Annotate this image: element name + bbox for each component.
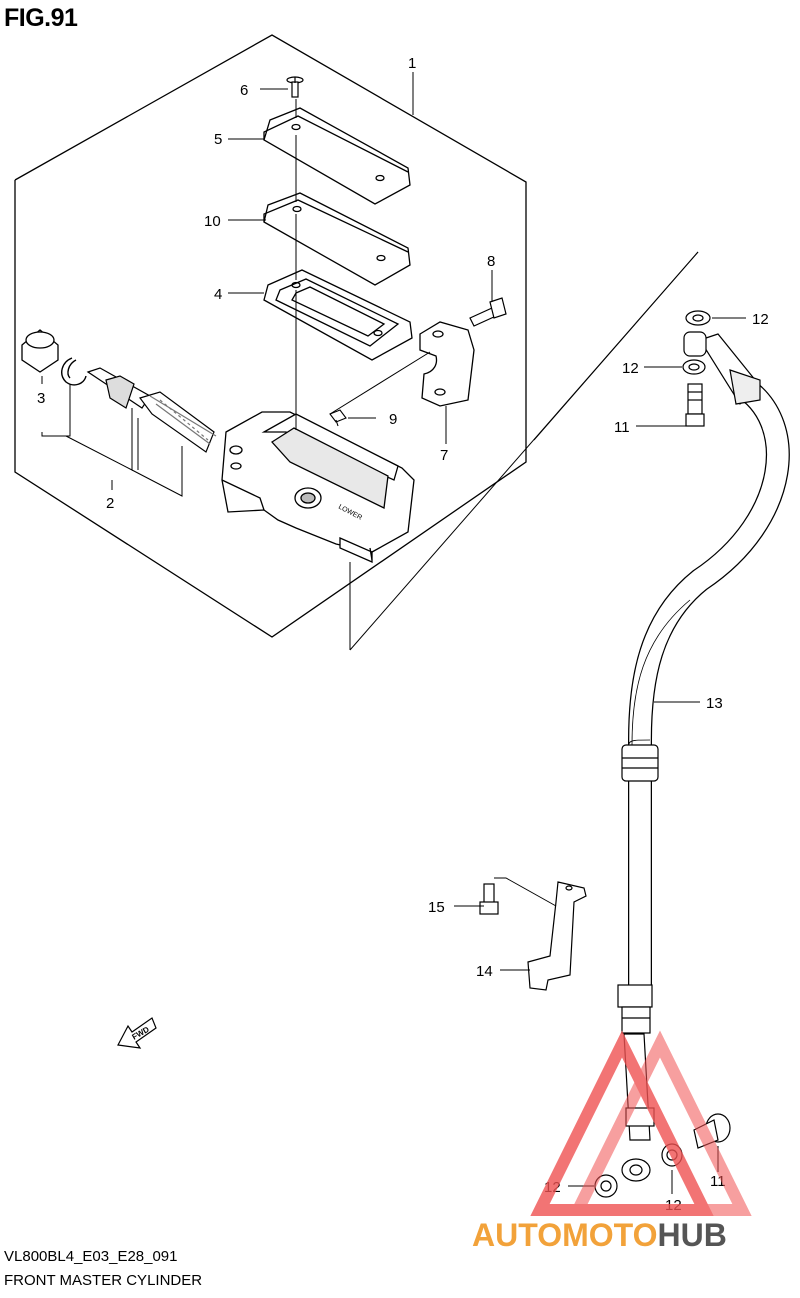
callout-9: 9 bbox=[389, 411, 397, 428]
clamp-bolt-part bbox=[469, 297, 507, 327]
callout-5: 5 bbox=[214, 131, 222, 148]
callout-3: 3 bbox=[37, 390, 45, 407]
bracket-bolt-part bbox=[479, 877, 557, 915]
hose-bracket-part bbox=[527, 881, 587, 991]
assembly-boundary bbox=[14, 34, 527, 638]
diaphragm-plate-part bbox=[263, 192, 411, 286]
callout-2: 2 bbox=[106, 495, 114, 512]
callout-1: 1 bbox=[408, 55, 416, 72]
callout-15: 15 bbox=[428, 899, 445, 916]
reservoir-cap-part bbox=[263, 107, 411, 205]
figure-code: VL800BL4_E03_E28_091 bbox=[4, 1248, 178, 1265]
figure-title: FIG.91 bbox=[4, 4, 78, 32]
callout-10: 10 bbox=[204, 213, 221, 230]
watermark-text: AUTOMOTOHUB bbox=[472, 1217, 727, 1253]
callout-7: 7 bbox=[440, 447, 448, 464]
callout-11-upper: 11 bbox=[614, 419, 630, 436]
master-cylinder-body-part bbox=[221, 411, 415, 563]
leader-lines bbox=[41, 72, 746, 1194]
forward-arrow-icon bbox=[117, 1017, 157, 1049]
brake-hose-part bbox=[627, 374, 790, 995]
callout-13: 13 bbox=[706, 695, 723, 712]
watermark-text-a: AUTOMOTO bbox=[472, 1217, 657, 1253]
cap-screw-part bbox=[286, 76, 304, 98]
callout-4: 4 bbox=[214, 286, 222, 303]
callout-12-mid: 12 bbox=[622, 360, 639, 377]
figure-name: FRONT MASTER CYLINDER bbox=[4, 1272, 203, 1289]
union-bolt-part bbox=[685, 383, 731, 1149]
callout-12-upper: 12 bbox=[752, 311, 769, 328]
circlip-part bbox=[61, 357, 87, 386]
diaphragm-gasket-part bbox=[263, 269, 413, 361]
washer-part bbox=[594, 310, 711, 1198]
hose-fitting-upper bbox=[683, 331, 761, 405]
hose-collar-upper bbox=[621, 744, 659, 782]
callout-8: 8 bbox=[487, 253, 495, 270]
exploded-view-guides bbox=[295, 99, 699, 651]
piston-set-part bbox=[86, 367, 217, 453]
hose-collar-lower bbox=[617, 984, 653, 1034]
handlebar-clamp-part bbox=[419, 321, 475, 407]
callout-14: 14 bbox=[476, 963, 493, 980]
piston-cup-part bbox=[21, 329, 59, 373]
watermark-text-b: HUB bbox=[657, 1217, 726, 1253]
watermark-logo bbox=[530, 1030, 752, 1216]
callout-6: 6 bbox=[240, 82, 248, 99]
switch-screw-part bbox=[329, 409, 347, 427]
